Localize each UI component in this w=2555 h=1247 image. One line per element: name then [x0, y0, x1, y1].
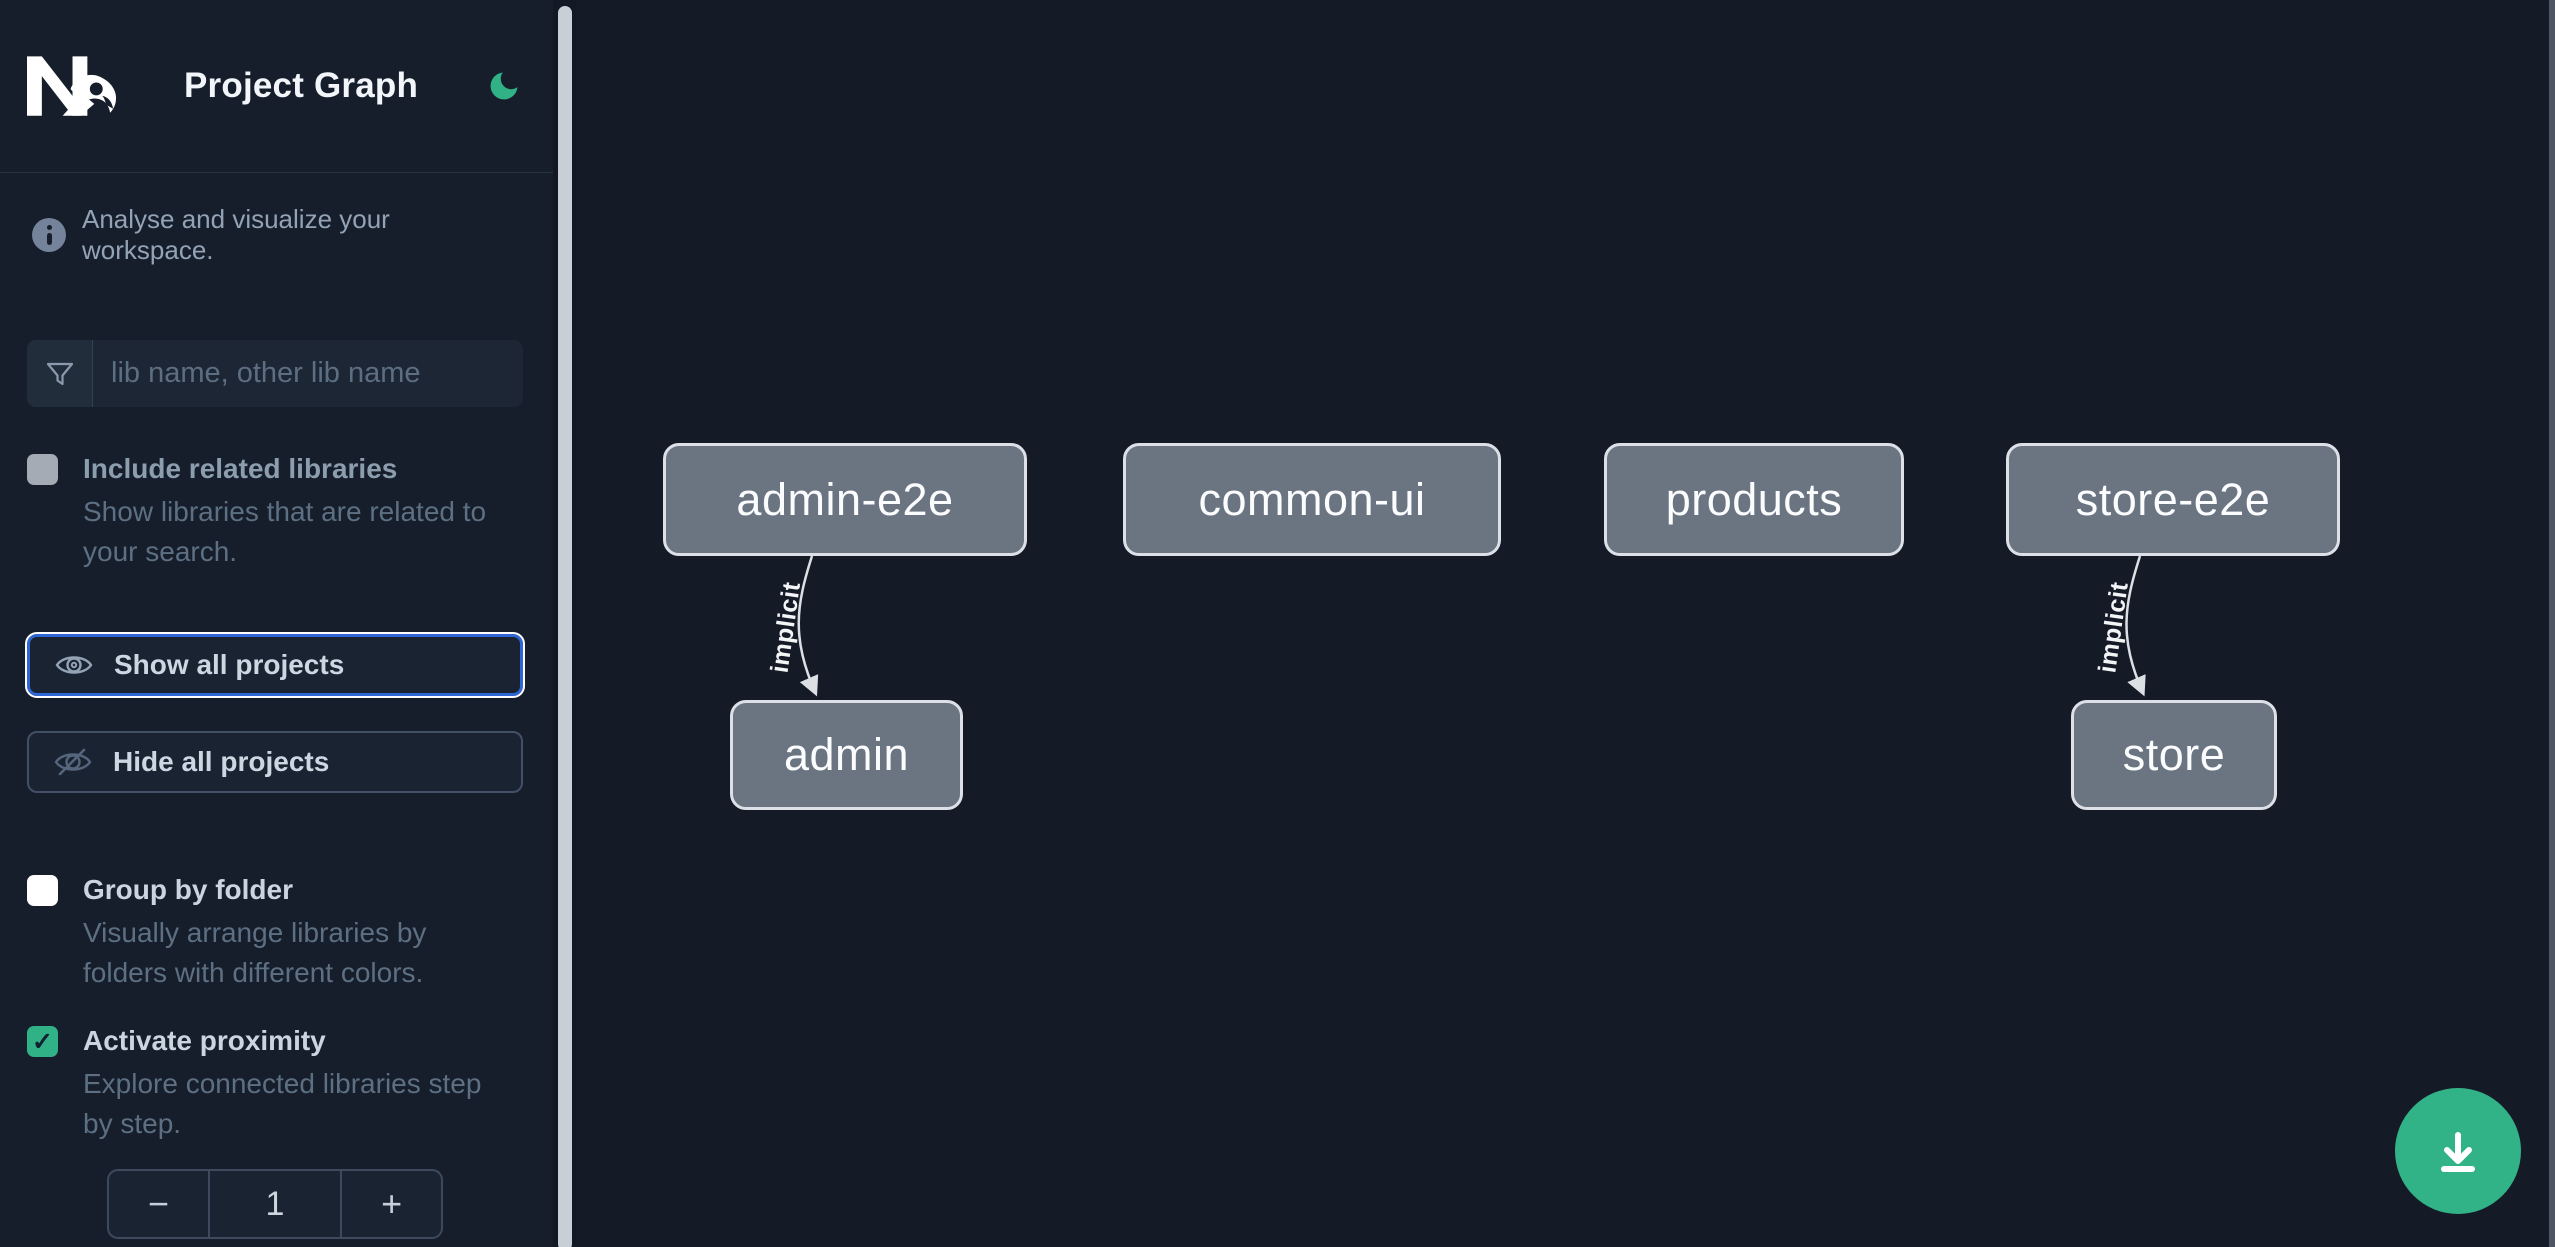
option-description: Show libraries that are related to your …: [83, 496, 487, 567]
graph-node-store[interactable]: store: [2071, 700, 2277, 810]
check-icon: ✓: [32, 1028, 53, 1056]
option-label: Group by folder: [83, 874, 293, 905]
option-group-by-folder: Group by folder Visually arrange librari…: [27, 872, 526, 993]
option-description: Explore connected libraries step by step…: [83, 1068, 482, 1139]
funnel-icon: [46, 362, 73, 385]
filter-box: [27, 340, 523, 407]
graph-node-products[interactable]: products: [1604, 443, 1904, 556]
show-all-projects-button[interactable]: Show all projects: [25, 632, 525, 698]
nx-logo: [27, 56, 117, 116]
filter-input[interactable]: [93, 340, 523, 407]
filter-icon-cell: [27, 340, 93, 407]
graph-node-store-e2e[interactable]: store-e2e: [2006, 443, 2340, 556]
checkbox-activate-proximity[interactable]: ✓: [27, 1026, 58, 1057]
show-all-projects-label: Show all projects: [114, 649, 345, 680]
download-graph-button[interactable]: [2395, 1088, 2521, 1214]
moon-icon: [490, 72, 518, 100]
page-title: Project Graph: [184, 66, 419, 105]
option-include-related-libraries: Include related libraries Show libraries…: [27, 451, 526, 572]
eye-icon: [54, 650, 94, 680]
dependency-edge-admin-e2e-admin[interactable]: [797, 555, 819, 697]
checkbox-include-related-libraries[interactable]: [27, 454, 58, 485]
hide-all-projects-label: Hide all projects: [113, 746, 330, 777]
sidebar-header: Project Graph: [0, 0, 553, 173]
option-label: Activate proximity: [83, 1025, 326, 1056]
increment-button[interactable]: +: [342, 1171, 441, 1237]
hide-all-projects-button[interactable]: Hide all projects: [27, 731, 523, 793]
eye-off-icon: [53, 746, 93, 778]
sidebar-resize-track: [553, 0, 576, 1247]
option-label: Include related libraries: [83, 453, 398, 484]
graph-node-admin[interactable]: admin: [730, 700, 963, 810]
tagline-text: Analyse and visualize your workspace.: [82, 204, 390, 265]
info-icon: [32, 218, 66, 252]
sidebar-resize-handle[interactable]: [557, 6, 572, 1247]
option-activate-proximity: ✓ Activate proximity Explore connected l…: [27, 1023, 526, 1144]
proximity-depth-stepper: − 1 +: [107, 1169, 443, 1239]
graph-node-admin-e2e[interactable]: admin-e2e: [663, 443, 1027, 556]
download-icon: [2441, 1132, 2475, 1172]
checkbox-group-by-folder[interactable]: [27, 875, 58, 906]
decrement-button[interactable]: −: [109, 1171, 208, 1237]
proximity-depth-value: 1: [207, 1171, 343, 1237]
sidebar: Project Graph Analyse and visualize your…: [0, 0, 553, 1247]
option-description: Visually arrange libraries by folders wi…: [83, 917, 427, 988]
dependency-edge-store-e2e-store[interactable]: [2125, 555, 2146, 697]
page-scrollbar[interactable]: [2549, 0, 2555, 1247]
graph-node-common-ui[interactable]: common-ui: [1123, 443, 1501, 556]
tagline-row: Analyse and visualize your workspace.: [32, 204, 526, 266]
theme-toggle-button[interactable]: [482, 64, 526, 108]
